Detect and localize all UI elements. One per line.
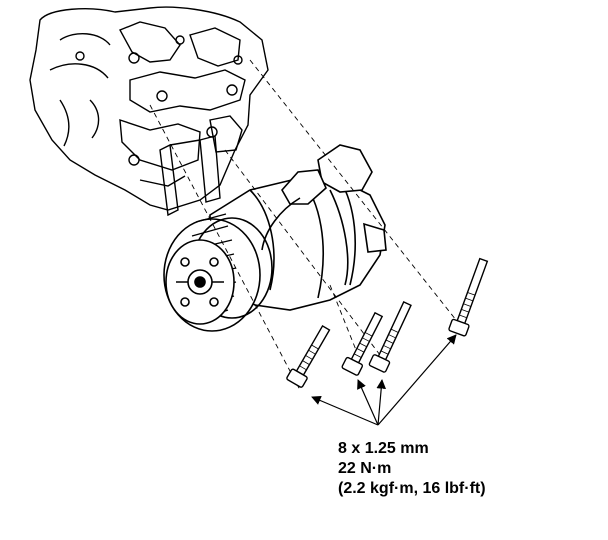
mounting-bracket <box>159 135 221 217</box>
torque-spec: 8 x 1.25 mm 22 N·m (2.2 kgf·m, 16 lbf·ft… <box>338 439 486 499</box>
engine-block <box>29 6 269 211</box>
torque-alt-label: (2.2 kgf·m, 16 lbf·ft) <box>338 480 486 497</box>
mounting-bolt-icon <box>286 257 489 388</box>
pulley-clutch-icon <box>163 213 273 332</box>
alignment-lines <box>149 59 461 391</box>
torque-nm-label: 22 N·m <box>338 460 392 477</box>
bolt-size-label: 8 x 1.25 mm <box>338 440 429 457</box>
leader-arrow-icon <box>311 334 457 426</box>
